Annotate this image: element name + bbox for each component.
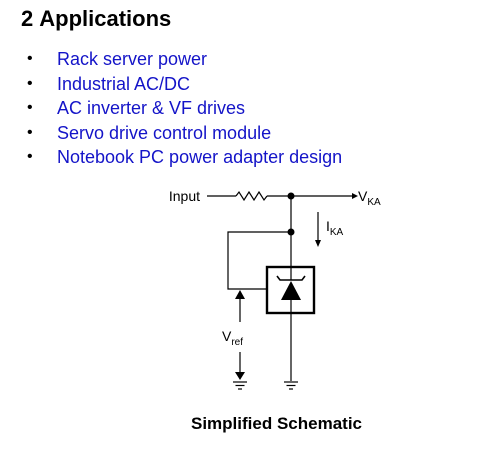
bullet-icon: • [27, 123, 33, 141]
input-label: Input [169, 188, 200, 204]
ika-arrow [315, 212, 321, 247]
ground-icon [233, 381, 247, 390]
ground-icon [284, 381, 298, 390]
bullet-icon: • [27, 74, 33, 92]
bullet-icon: • [27, 50, 33, 67]
vref-label: Vref [222, 328, 243, 348]
application-link-servo-drive[interactable]: Servo drive control module [57, 122, 272, 143]
vref-arrow [235, 290, 245, 380]
section-title: Applications [39, 6, 172, 31]
shunt-regulator-symbol [276, 267, 306, 313]
application-link-notebook-adapter[interactable]: Notebook PC power adapter design [57, 147, 343, 167]
section-number: 2 [21, 6, 34, 31]
application-link-industrial-acdc[interactable]: Industrial AC/DC [57, 73, 191, 94]
reference-feedback-wire [227, 231, 291, 290]
vka-arrow [291, 193, 358, 199]
ika-label: IKA [326, 218, 344, 238]
application-link-rack-server[interactable]: Rack server power [57, 49, 208, 69]
bullet-icon: • [27, 148, 33, 165]
schematic-caption: Simplified Schematic [191, 414, 362, 433]
bullet-icon: • [27, 99, 33, 116]
application-link-ac-inverter[interactable]: AC inverter & VF drives [57, 98, 246, 118]
input-resistor [207, 190, 291, 202]
vka-label: VKA [358, 188, 381, 208]
